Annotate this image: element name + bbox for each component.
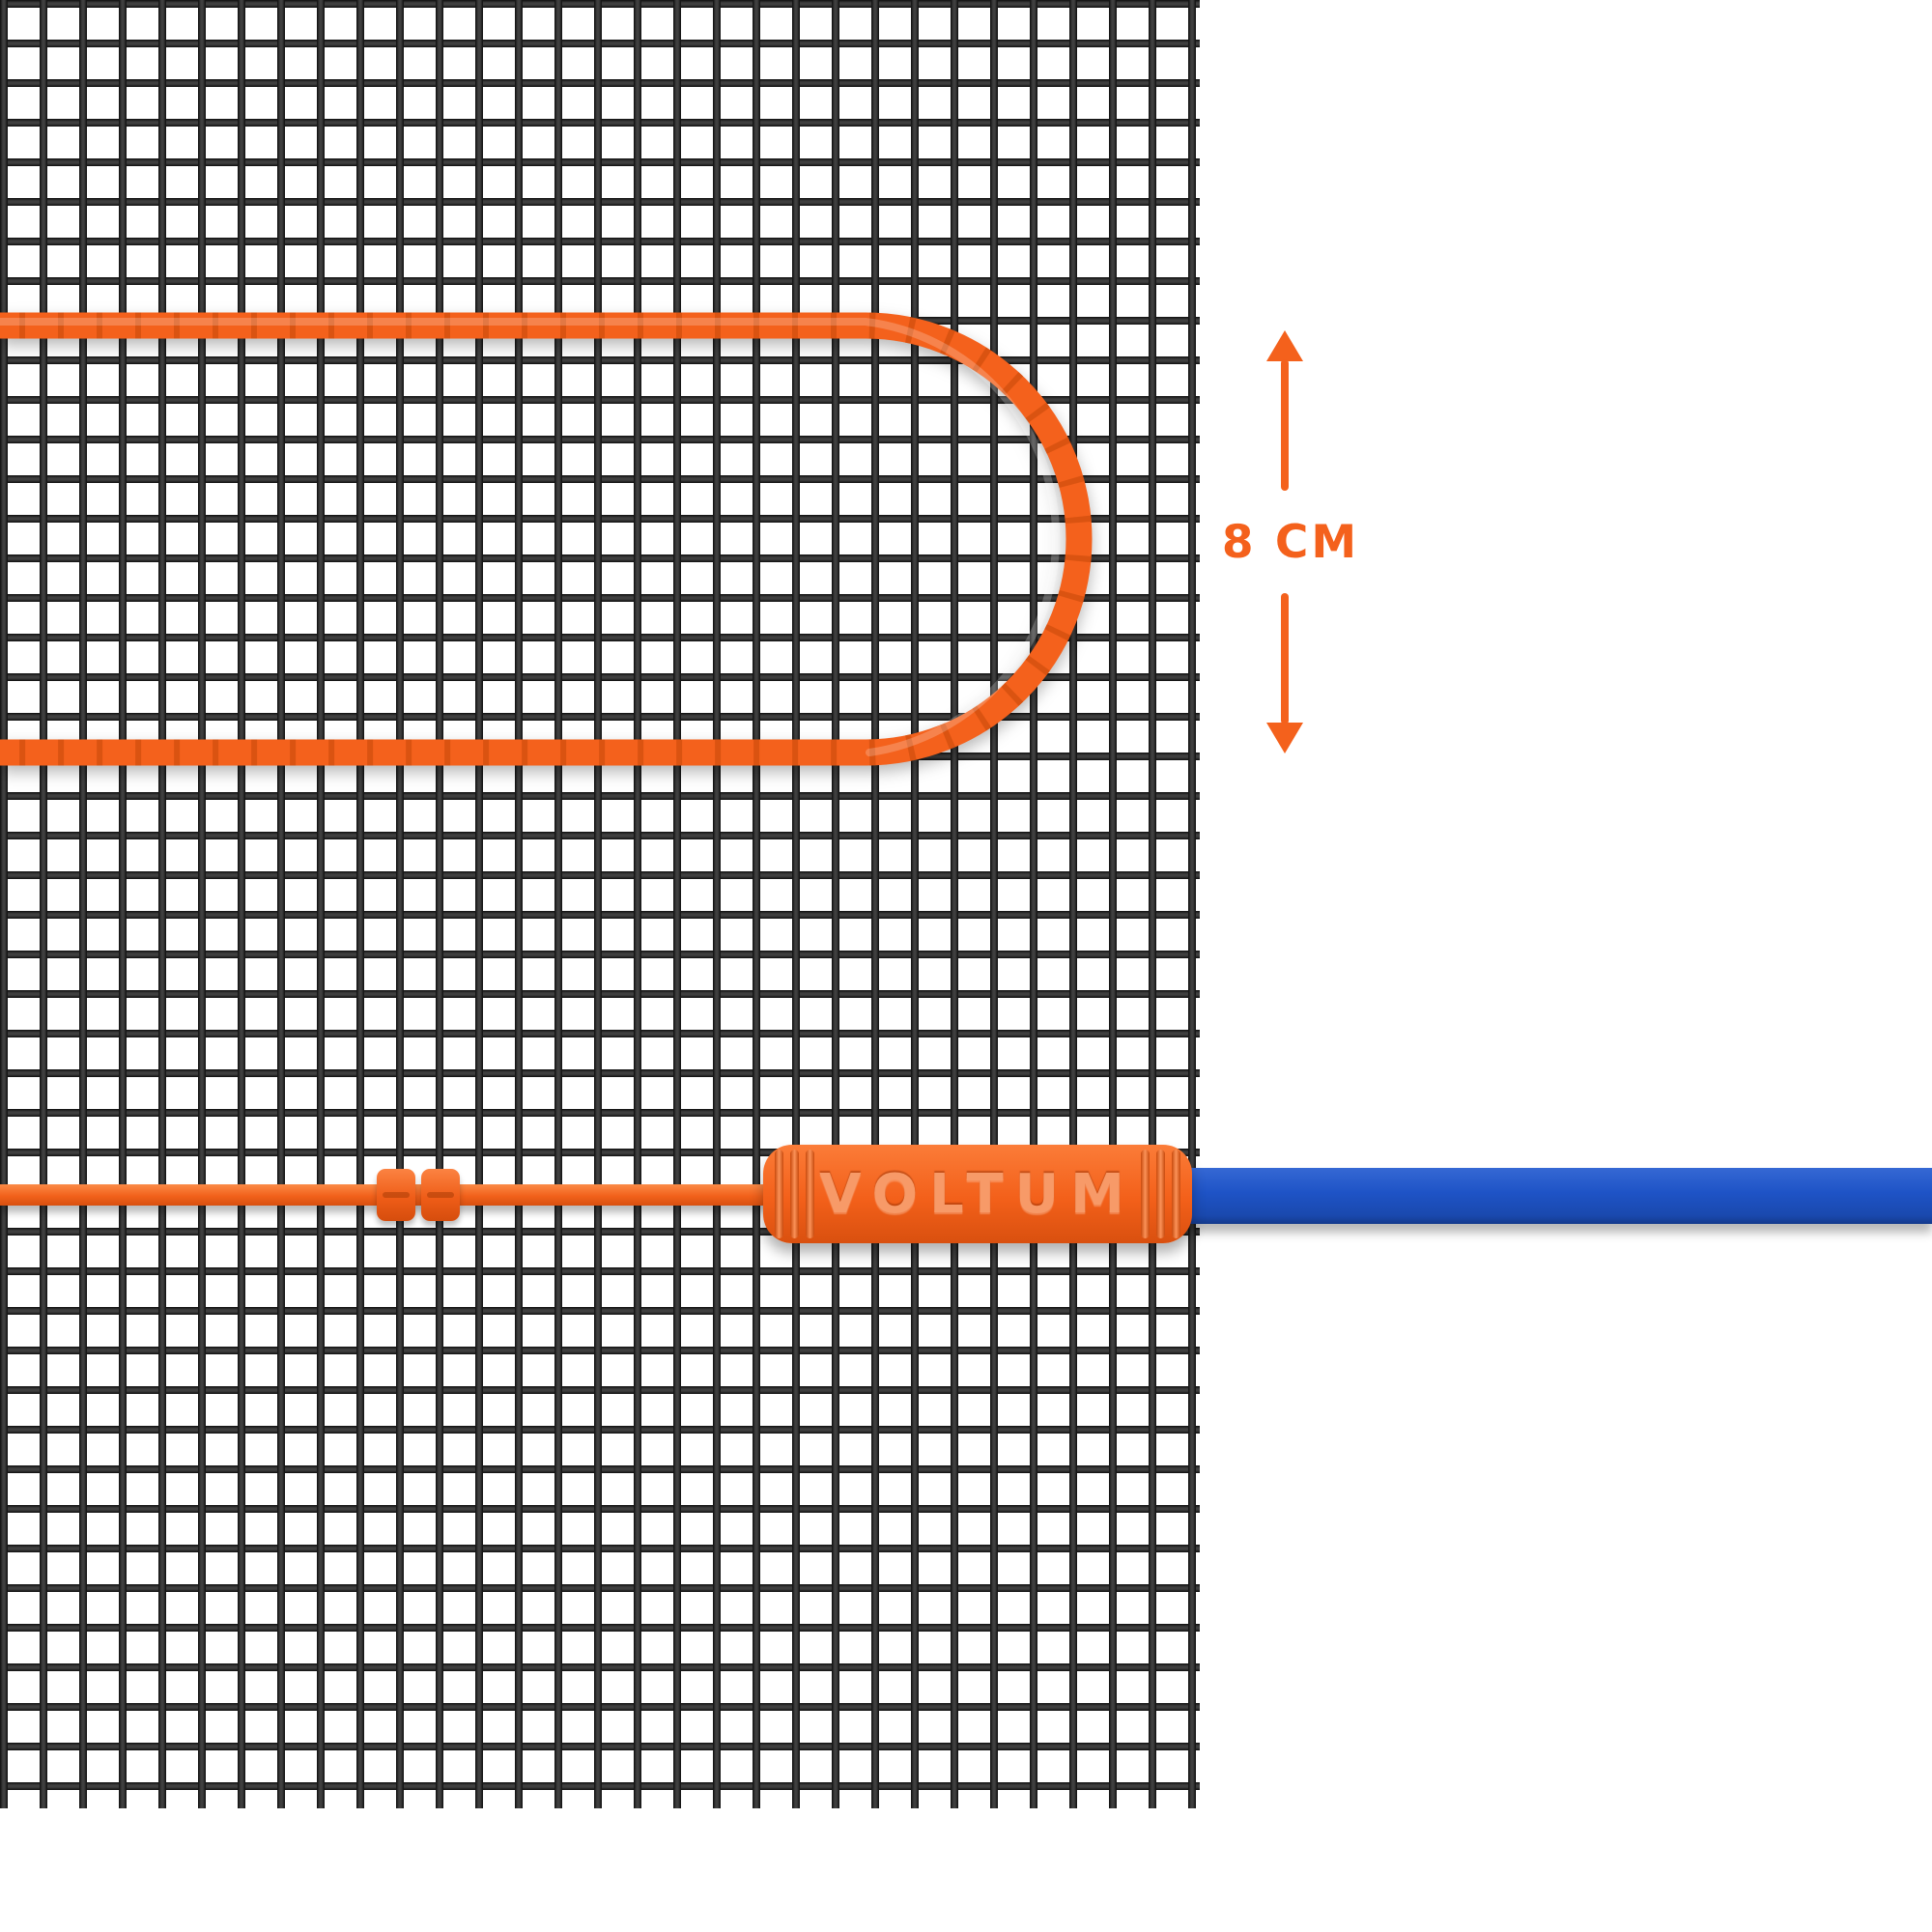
brand-label: VOLTUM: [819, 1162, 1136, 1226]
connector-sleeve: VOLTUM: [763, 1145, 1192, 1243]
cold-lead-blue-cable: [1169, 1168, 1932, 1224]
arrow-down-icon: [1266, 723, 1303, 753]
dimension-line-upper: [1281, 359, 1289, 491]
connector-rib: [1156, 1150, 1165, 1238]
splice-clip-left: [377, 1169, 415, 1221]
connector-rib: [790, 1150, 799, 1238]
connector-rib: [775, 1150, 783, 1238]
dimension-line-lower: [1281, 593, 1289, 724]
connector-rib: [806, 1150, 814, 1238]
heating-cable-highlight: [0, 318, 1061, 756]
splice-clip-right: [421, 1169, 460, 1221]
arrow-up-icon: [1266, 330, 1303, 361]
dimension-label: 8 CM: [1221, 516, 1360, 569]
wire-mesh-grid: [0, 0, 1200, 1808]
connector-rib: [1141, 1150, 1150, 1238]
heating-cable-body: [0, 312, 1093, 766]
heating-cable-braid-texture: [0, 312, 1093, 766]
connector-rib: [1172, 1150, 1180, 1238]
